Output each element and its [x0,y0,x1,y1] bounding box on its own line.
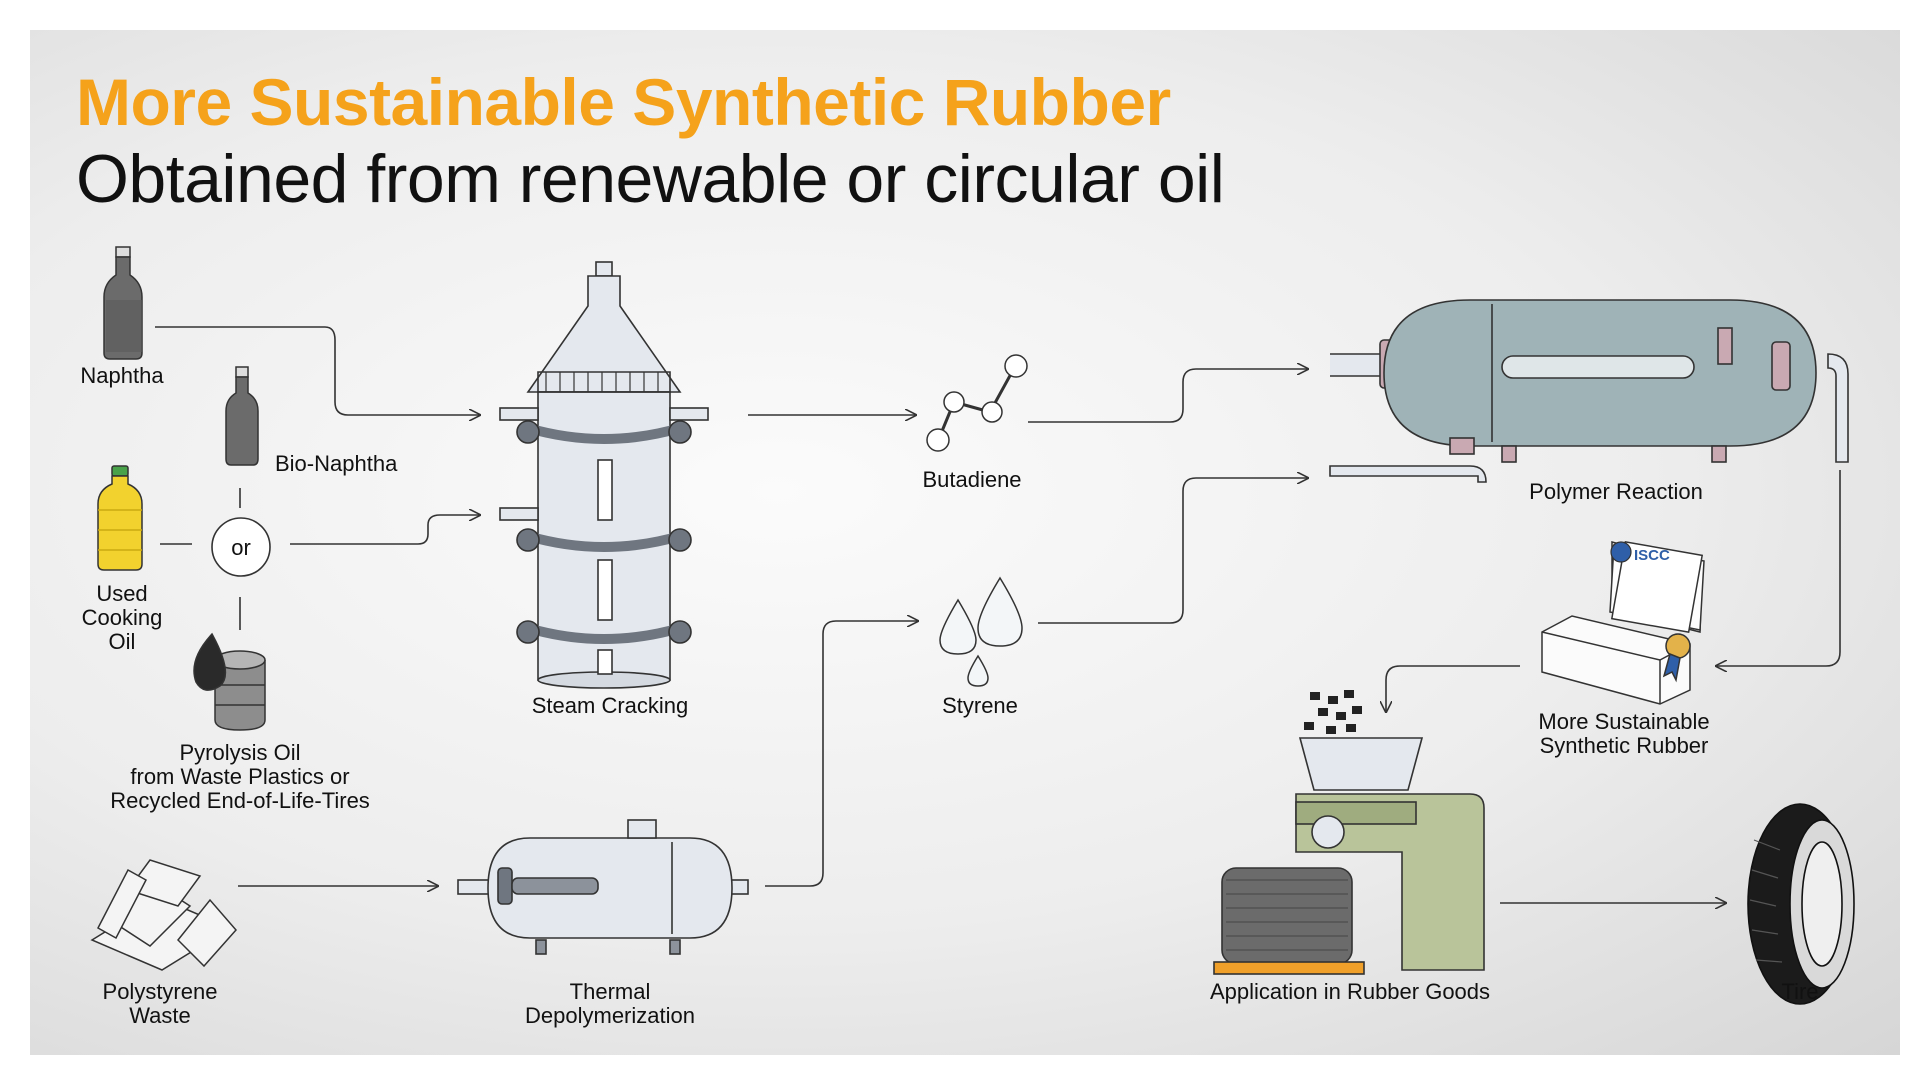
label-thermal-depolymerization: Thermal Depolymerization [525,979,695,1028]
label-polymer-reaction: Polymer Reaction [1529,479,1703,504]
arrow-naphtha-to-cracking [155,326,480,415]
label-bio-naphtha: Bio-Naphtha [275,451,398,476]
tire-icon [1747,803,1855,1005]
arrow-feedstock-to-cracking [290,515,480,545]
page-title: More Sustainable Synthetic Rubber [76,65,1171,139]
cooking-oil-bottle-icon [97,465,143,571]
label-application-rubber-goods: Application in Rubber Goods [1209,979,1491,1004]
bio-naphtha-bottle-icon [225,366,259,466]
label-pyrolysis-oil: Pyrolysis Oil from Waste Plastics or Rec… [110,740,370,813]
butadiene-molecule-icon [926,354,1028,452]
label-steam-cracking: Steam Cracking [531,693,689,718]
styrene-drops-icon [939,576,1023,687]
arrow-depolymerization-to-styrene [765,621,918,887]
page-subtitle: Obtained from renewable or circular oil [76,141,1225,217]
arrow-reactor-to-rubber [1716,470,1841,666]
naphtha-bottle-icon [103,246,143,360]
arrow-rubber-to-machine [1386,665,1520,712]
label-naphtha: Naphtha [80,363,164,388]
polymer-reactor-icon [1329,299,1849,483]
label-polystyrene-waste: Polystyrene Waste [102,979,218,1028]
iscc-logo-text: ISCC [1634,547,1670,564]
rubber-processing-machine-icon [1213,690,1485,975]
pyrolysis-oil-barrel-icon [193,632,266,731]
arrow-butadiene-to-reactor [1028,369,1308,423]
label-sustainable-rubber: More Sustainable Synthetic Rubber [1538,709,1710,758]
sustainable-rubber-block-icon [1541,540,1705,705]
arrow-styrene-to-reactor [1038,478,1308,624]
label-tire: Tire [1781,979,1819,1004]
polystyrene-waste-icon [90,859,237,971]
background-panel [30,30,1900,1055]
or-connector-circle [211,517,271,577]
label-or: or [231,535,251,560]
iscc-certificate-icon [1610,541,1632,563]
label-used-cooking-oil: Used Cooking Oil [81,581,163,654]
label-styrene: Styrene [942,693,1018,718]
steam-cracking-column-icon [499,261,709,689]
depolymerization-tank-icon [457,819,749,955]
label-butadiene: Butadiene [922,467,1022,492]
